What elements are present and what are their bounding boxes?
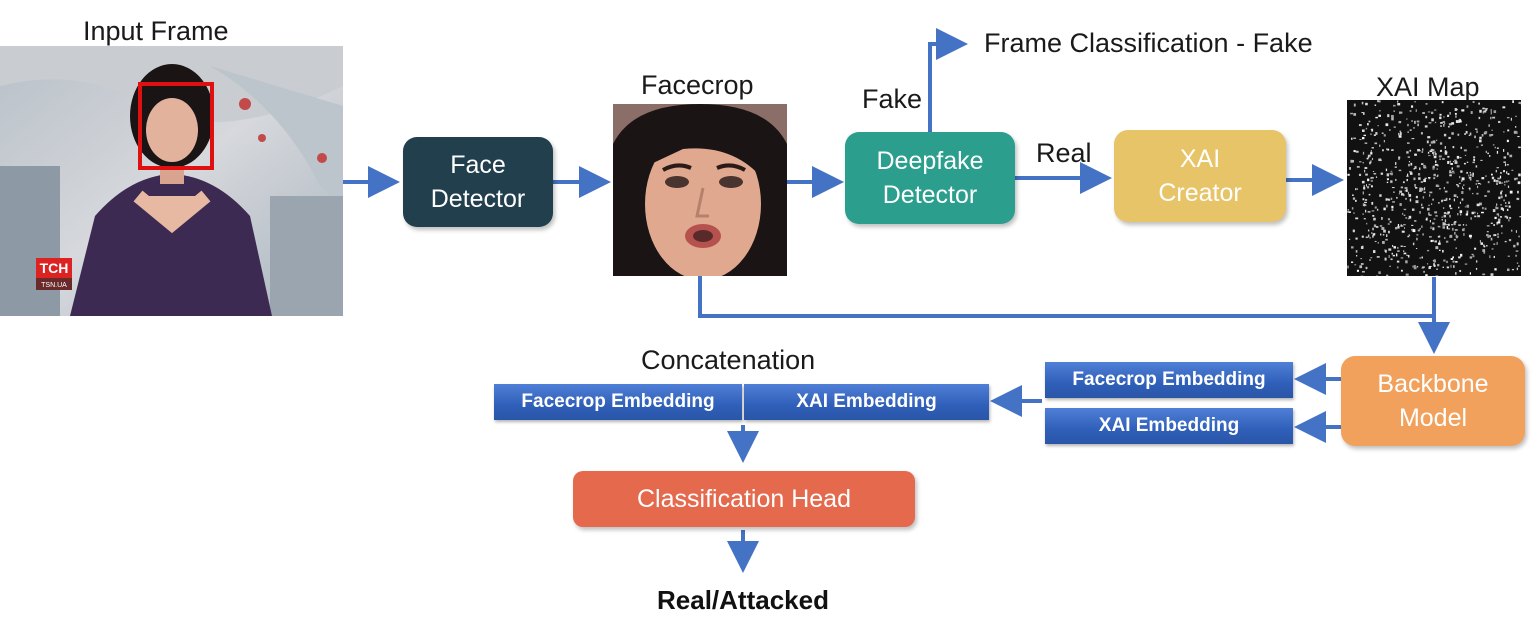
xai-map-image xyxy=(1347,100,1521,276)
face-detector-box: Face Detector xyxy=(403,137,553,227)
real-branch-label: Real xyxy=(1036,138,1092,168)
facecrop-image xyxy=(613,104,787,276)
xai-embedding: XAI Embedding xyxy=(1045,408,1293,444)
news-logo: TCH xyxy=(40,260,69,276)
backbone-model-box: Backbone Model xyxy=(1341,356,1525,446)
classification-head-box: Classification Head xyxy=(573,471,915,527)
facecrop-label: Facecrop xyxy=(641,70,754,100)
fake-branch-label: Fake xyxy=(862,84,923,114)
xai-creator-box: XAI Creator xyxy=(1114,130,1286,222)
line-facecrop-down-to-backbone xyxy=(698,276,1434,318)
output-label: Real/Attacked xyxy=(657,585,829,615)
facecrop-embedding: Facecrop Embedding xyxy=(1045,362,1293,398)
input-frame-label: Input Frame xyxy=(83,16,229,46)
news-url: TSN.UA xyxy=(41,282,67,289)
concat-facecrop-embedding: Facecrop Embedding xyxy=(494,384,742,420)
concat-xai-embedding: XAI Embedding xyxy=(744,384,989,420)
arrow-deepfake-to-frame-classification xyxy=(928,28,968,132)
frame-classification-label: Frame Classification - Fake xyxy=(984,28,1313,58)
concatenation-label: Concatenation xyxy=(641,345,816,375)
deepfake-detector-box: Deepfake Detector xyxy=(845,132,1015,224)
face-bounding-box xyxy=(138,82,214,170)
xai-map-label: XAI Map xyxy=(1376,72,1480,102)
input-frame-image: TCH TSN.UA xyxy=(0,46,343,316)
